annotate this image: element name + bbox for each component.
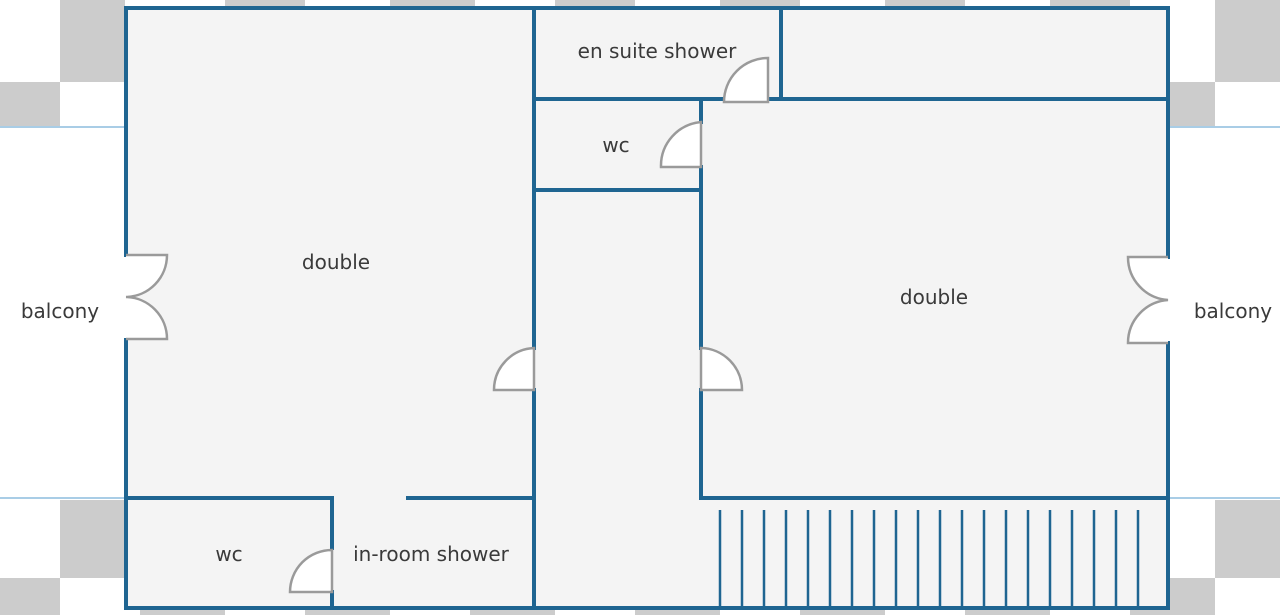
door-balcony-right[interactable] [1126,255,1169,345]
doors [125,56,1169,594]
door-en-suite-shower[interactable] [722,56,770,104]
door-double-right[interactable] [699,346,744,392]
door-balcony-left[interactable] [125,253,169,341]
label-double-left: double [302,250,370,274]
label-wc-lower: wc [215,542,242,566]
label-double-right: double [900,285,968,309]
staircase [718,510,1140,606]
door-double-left[interactable] [492,346,536,392]
floor-area [126,8,1168,608]
label-wc-upper: wc [602,133,629,157]
door-wc-lower[interactable] [288,548,334,594]
door-wc-upper[interactable] [659,120,703,169]
label-balcony-left: balcony [21,299,99,323]
label-balcony-right: balcony [1194,299,1272,323]
label-in-room-shower: in-room shower [353,542,510,566]
guide-lines [0,126,1280,499]
label-en-suite-shower: en suite shower [578,39,737,63]
walls [124,6,1170,610]
